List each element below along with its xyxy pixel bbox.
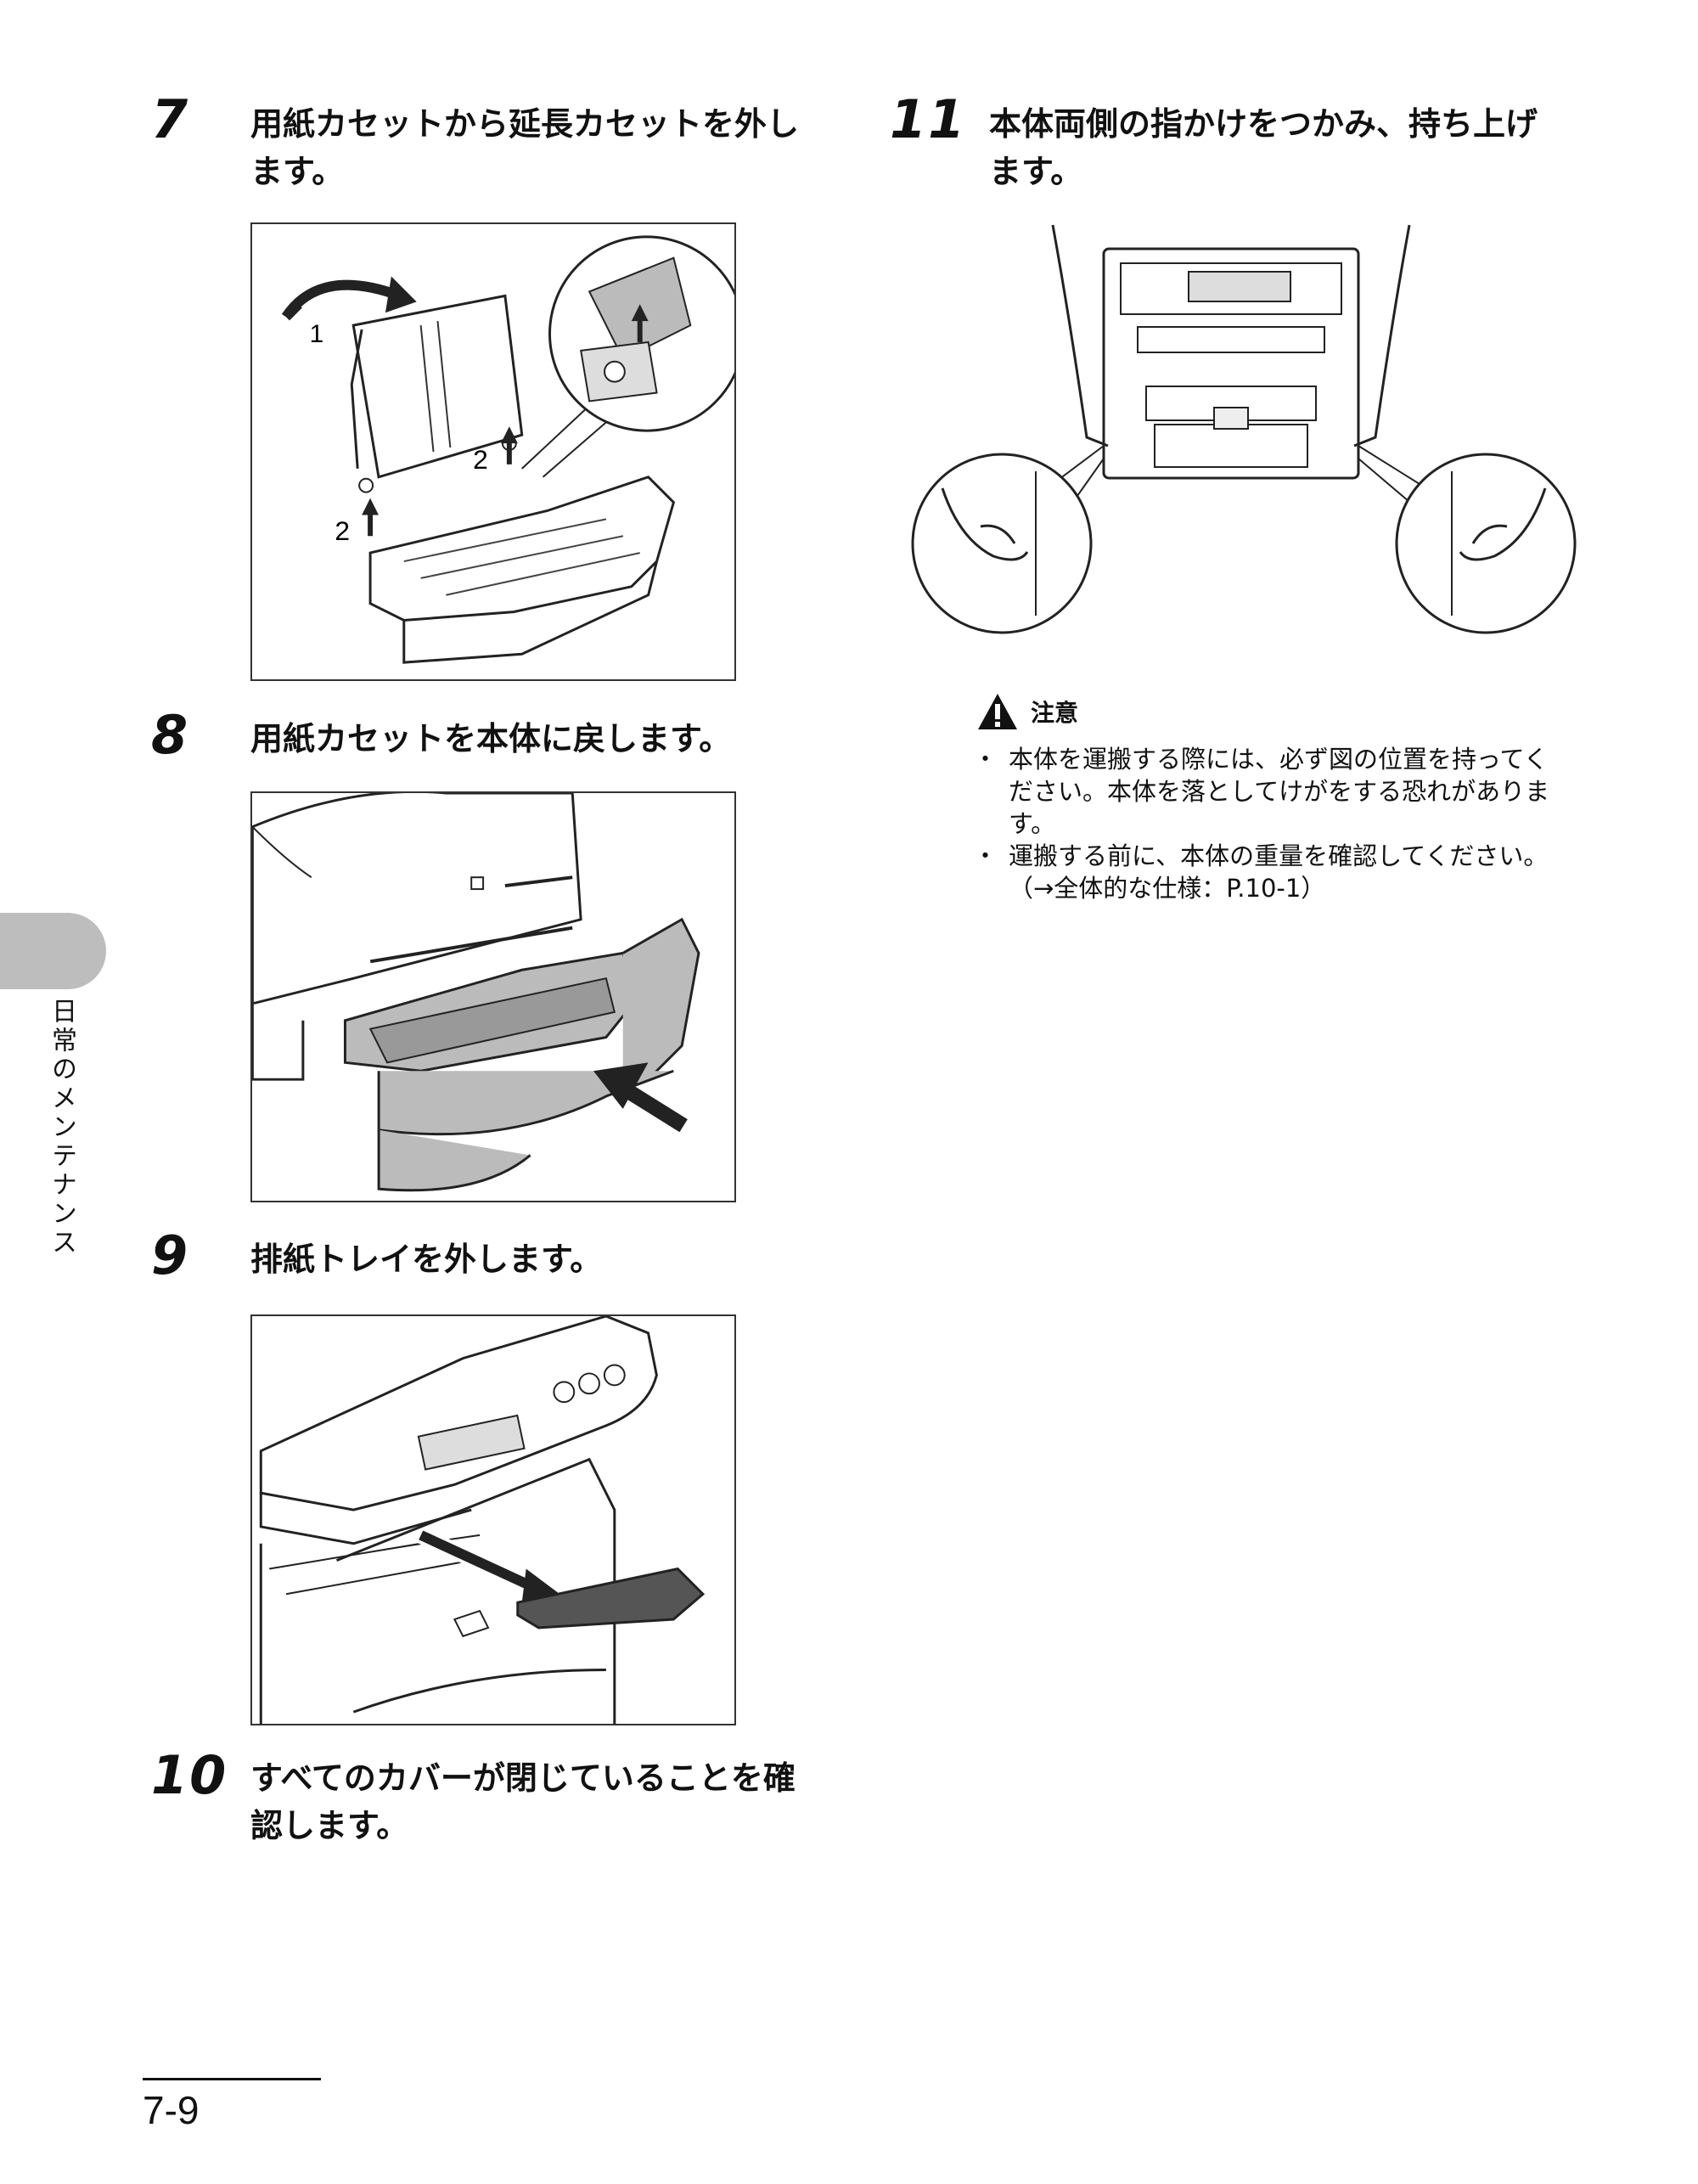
figure-remove-extension-cassette: 1 2 2	[250, 222, 736, 681]
chapter-label: 日常のメンテナンス	[47, 998, 76, 1258]
step-8-number: 8	[151, 704, 190, 766]
chapter-tab	[0, 913, 106, 989]
step-11-number: 11	[890, 88, 967, 150]
figure-remove-output-tray	[250, 1314, 736, 1725]
callout-1: 1	[310, 320, 324, 348]
caution-heading: 注意	[976, 688, 1078, 735]
figure-lift-machine	[900, 217, 1579, 650]
step-7-text: 用紙カセットから延長カセットを外し ます。	[250, 105, 800, 190]
warning-triangle-icon	[978, 694, 1017, 729]
step-10-number: 10	[151, 1744, 228, 1806]
callout-2b: 2	[473, 444, 488, 475]
step-10-text: すべてのカバーが閉じていることを確 認します。	[250, 1759, 796, 1844]
step-9-number: 9	[151, 1224, 190, 1286]
callout-2a: 2	[335, 515, 350, 546]
page-number-rule	[143, 2078, 321, 2080]
caution-item: 本体を運搬する際には、必ず図の位置を持ってください。本体を落としてけがをする恐れ…	[973, 743, 1554, 840]
caution-list: 本体を運搬する際には、必ず図の位置を持ってください。本体を落としてけがをする恐れ…	[973, 743, 1554, 904]
figure-insert-paper-cassette	[250, 791, 736, 1202]
step-8-text: 用紙カセットを本体に戻します。	[250, 720, 732, 757]
step-9-text: 排紙トレイを外します。	[250, 1241, 603, 1278]
step-11-text: 本体両側の指かけをつかみ、持ち上げ ます。	[989, 105, 1538, 190]
caution-title: 注意	[1031, 699, 1079, 727]
page-number: 7-9	[143, 2088, 200, 2132]
caution-item: 運搬する前に、本体の重量を確認してください。（→全体的な仕様：P.10-1）	[973, 840, 1554, 904]
step-7-number: 7	[151, 88, 190, 150]
